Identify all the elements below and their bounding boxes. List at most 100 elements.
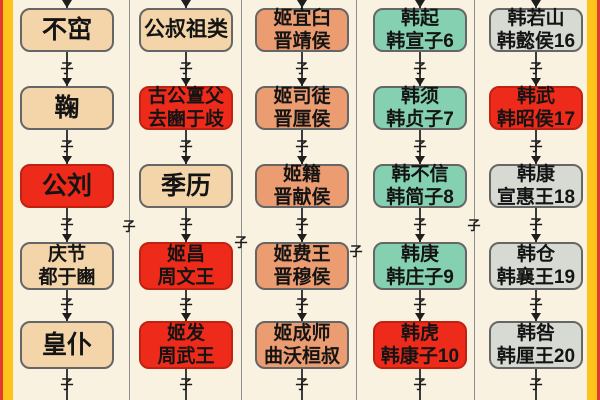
son-connector-label: 子 xyxy=(413,377,427,392)
son-connector-label: 子 xyxy=(179,297,193,312)
person-title: 去豳于歧 xyxy=(147,109,224,130)
son-connector-label: 子 xyxy=(60,139,74,154)
person-name: 姬司徒 xyxy=(273,86,331,107)
son-connector-label: 子 xyxy=(179,377,193,392)
person-title: 都于豳 xyxy=(38,267,96,288)
person-title: 晋靖侯 xyxy=(273,31,331,52)
person-name: 古公亶父 xyxy=(147,86,224,107)
person-title: 韩庄子9 xyxy=(386,267,454,288)
son-connector-label: 子 xyxy=(413,217,427,232)
person-title: 晋厘侯 xyxy=(273,109,331,130)
person-node: 姬宜臼 晋靖侯 xyxy=(255,8,349,52)
person-node: 庆节 都于豳 xyxy=(20,242,114,290)
right-red-edge xyxy=(597,0,600,400)
arrow-down-icon xyxy=(531,156,541,164)
son-connector-label: 子 xyxy=(413,297,427,312)
column-divider-line: 子 xyxy=(349,0,363,400)
right-gold-stripe xyxy=(587,0,597,400)
son-connector-label: 子 xyxy=(179,139,193,154)
person-name: 姬发 xyxy=(166,323,205,344)
person-node: 韩起 韩宣子6 xyxy=(373,8,467,52)
person-name: 不窋 xyxy=(41,16,92,44)
person-name: 韩虎 xyxy=(400,323,439,344)
person-node: 姬司徒 晋厘侯 xyxy=(255,86,349,130)
person-node: 公叔祖类 xyxy=(139,8,233,52)
person-name: 鞠 xyxy=(54,94,80,122)
person-name: 皇仆 xyxy=(41,331,92,359)
son-connector-label: 子 xyxy=(413,61,427,76)
person-name: 韩咎 xyxy=(516,323,555,344)
son-connector-label: 子 xyxy=(413,139,427,154)
person-name: 韩武 xyxy=(516,86,555,107)
arrow-down-icon xyxy=(62,313,72,321)
person-title: 韩厘王20 xyxy=(496,346,576,367)
person-title: 韩昭侯17 xyxy=(496,109,576,130)
son-connector-label: 子 xyxy=(234,235,248,250)
person-name: 公叔祖类 xyxy=(144,18,228,41)
son-connector-label: 子 xyxy=(529,297,543,312)
son-connector-label: 子 xyxy=(295,217,309,232)
arrow-down-icon xyxy=(415,313,425,321)
son-connector-label: 子 xyxy=(295,377,309,392)
arrow-down-icon xyxy=(415,234,425,242)
son-connector-label: 子 xyxy=(122,219,136,234)
person-name: 季历 xyxy=(160,172,211,200)
person-title: 周武王 xyxy=(157,346,215,367)
person-node: 鞠 xyxy=(20,86,114,130)
person-name: 韩若山 xyxy=(507,8,565,29)
person-node: 韩仓 韩襄王19 xyxy=(489,242,583,290)
son-connector-label: 子 xyxy=(295,297,309,312)
arrow-down-icon xyxy=(297,156,307,164)
person-node: 姬发 周武王 xyxy=(139,321,233,369)
person-title: 韩襄王19 xyxy=(496,267,576,288)
arrow-down-icon xyxy=(415,0,425,8)
person-node: 姬费王 晋穆侯 xyxy=(255,242,349,290)
person-name: 韩庚 xyxy=(400,244,439,265)
person-node: 韩不信 韩简子8 xyxy=(373,164,467,208)
person-name: 韩起 xyxy=(400,8,439,29)
person-title: 宣惠王18 xyxy=(496,187,576,208)
person-title: 晋穆侯 xyxy=(273,267,331,288)
person-title: 韩贞子7 xyxy=(386,109,454,130)
arrow-down-icon xyxy=(415,78,425,86)
arrow-down-icon xyxy=(297,313,307,321)
son-connector-label: 子 xyxy=(60,217,74,232)
person-title: 韩宣子6 xyxy=(386,31,454,52)
arrow-down-icon xyxy=(297,78,307,86)
person-name: 姬成师 xyxy=(273,323,331,344)
person-node: 公刘 xyxy=(20,164,114,208)
son-connector-label: 子 xyxy=(529,217,543,232)
arrow-down-icon xyxy=(531,0,541,8)
person-name: 姬籍 xyxy=(282,164,321,185)
person-node: 姬昌 周文王 xyxy=(139,242,233,290)
lineage-column-han-state-rulers: 子 子 子 子 子 韩若山 韩懿侯16 韩武 韩昭侯17 韩康 宣惠王18 韩仓… xyxy=(481,0,591,400)
person-node: 姬成师 曲沃桓叔 xyxy=(255,321,349,369)
person-title: 曲沃桓叔 xyxy=(263,346,340,367)
son-connector-label: 子 xyxy=(295,61,309,76)
son-connector-label: 子 xyxy=(179,61,193,76)
arrow-down-icon xyxy=(531,234,541,242)
arrow-down-icon xyxy=(181,0,191,8)
son-connector-label: 子 xyxy=(467,218,481,233)
person-node: 韩庚 韩庄子9 xyxy=(373,242,467,290)
son-connector-label: 子 xyxy=(529,377,543,392)
person-node: 季历 xyxy=(139,164,233,208)
son-connector-label: 子 xyxy=(60,377,74,392)
person-name: 姬昌 xyxy=(166,244,205,265)
person-node: 韩须 韩贞子7 xyxy=(373,86,467,130)
left-red-edge xyxy=(0,0,3,400)
arrow-down-icon xyxy=(181,156,191,164)
person-name: 公刘 xyxy=(41,172,92,200)
person-title: 晋献侯 xyxy=(273,187,331,208)
person-title: 周文王 xyxy=(157,267,215,288)
arrow-down-icon xyxy=(531,78,541,86)
arrow-down-icon xyxy=(181,78,191,86)
person-title: 韩懿侯16 xyxy=(496,31,576,52)
person-name: 姬费王 xyxy=(273,244,331,265)
person-title: 韩康子10 xyxy=(380,346,460,367)
lineage-column-zhou-ancestors-1: 子 子 子 子 子 不窋 鞠 公刘 庆节 都于豳 皇仆 xyxy=(12,0,122,400)
son-connector-label: 子 xyxy=(60,297,74,312)
person-name: 韩仓 xyxy=(516,244,555,265)
person-name: 庆节 xyxy=(47,244,86,265)
person-name: 韩不信 xyxy=(391,164,449,185)
